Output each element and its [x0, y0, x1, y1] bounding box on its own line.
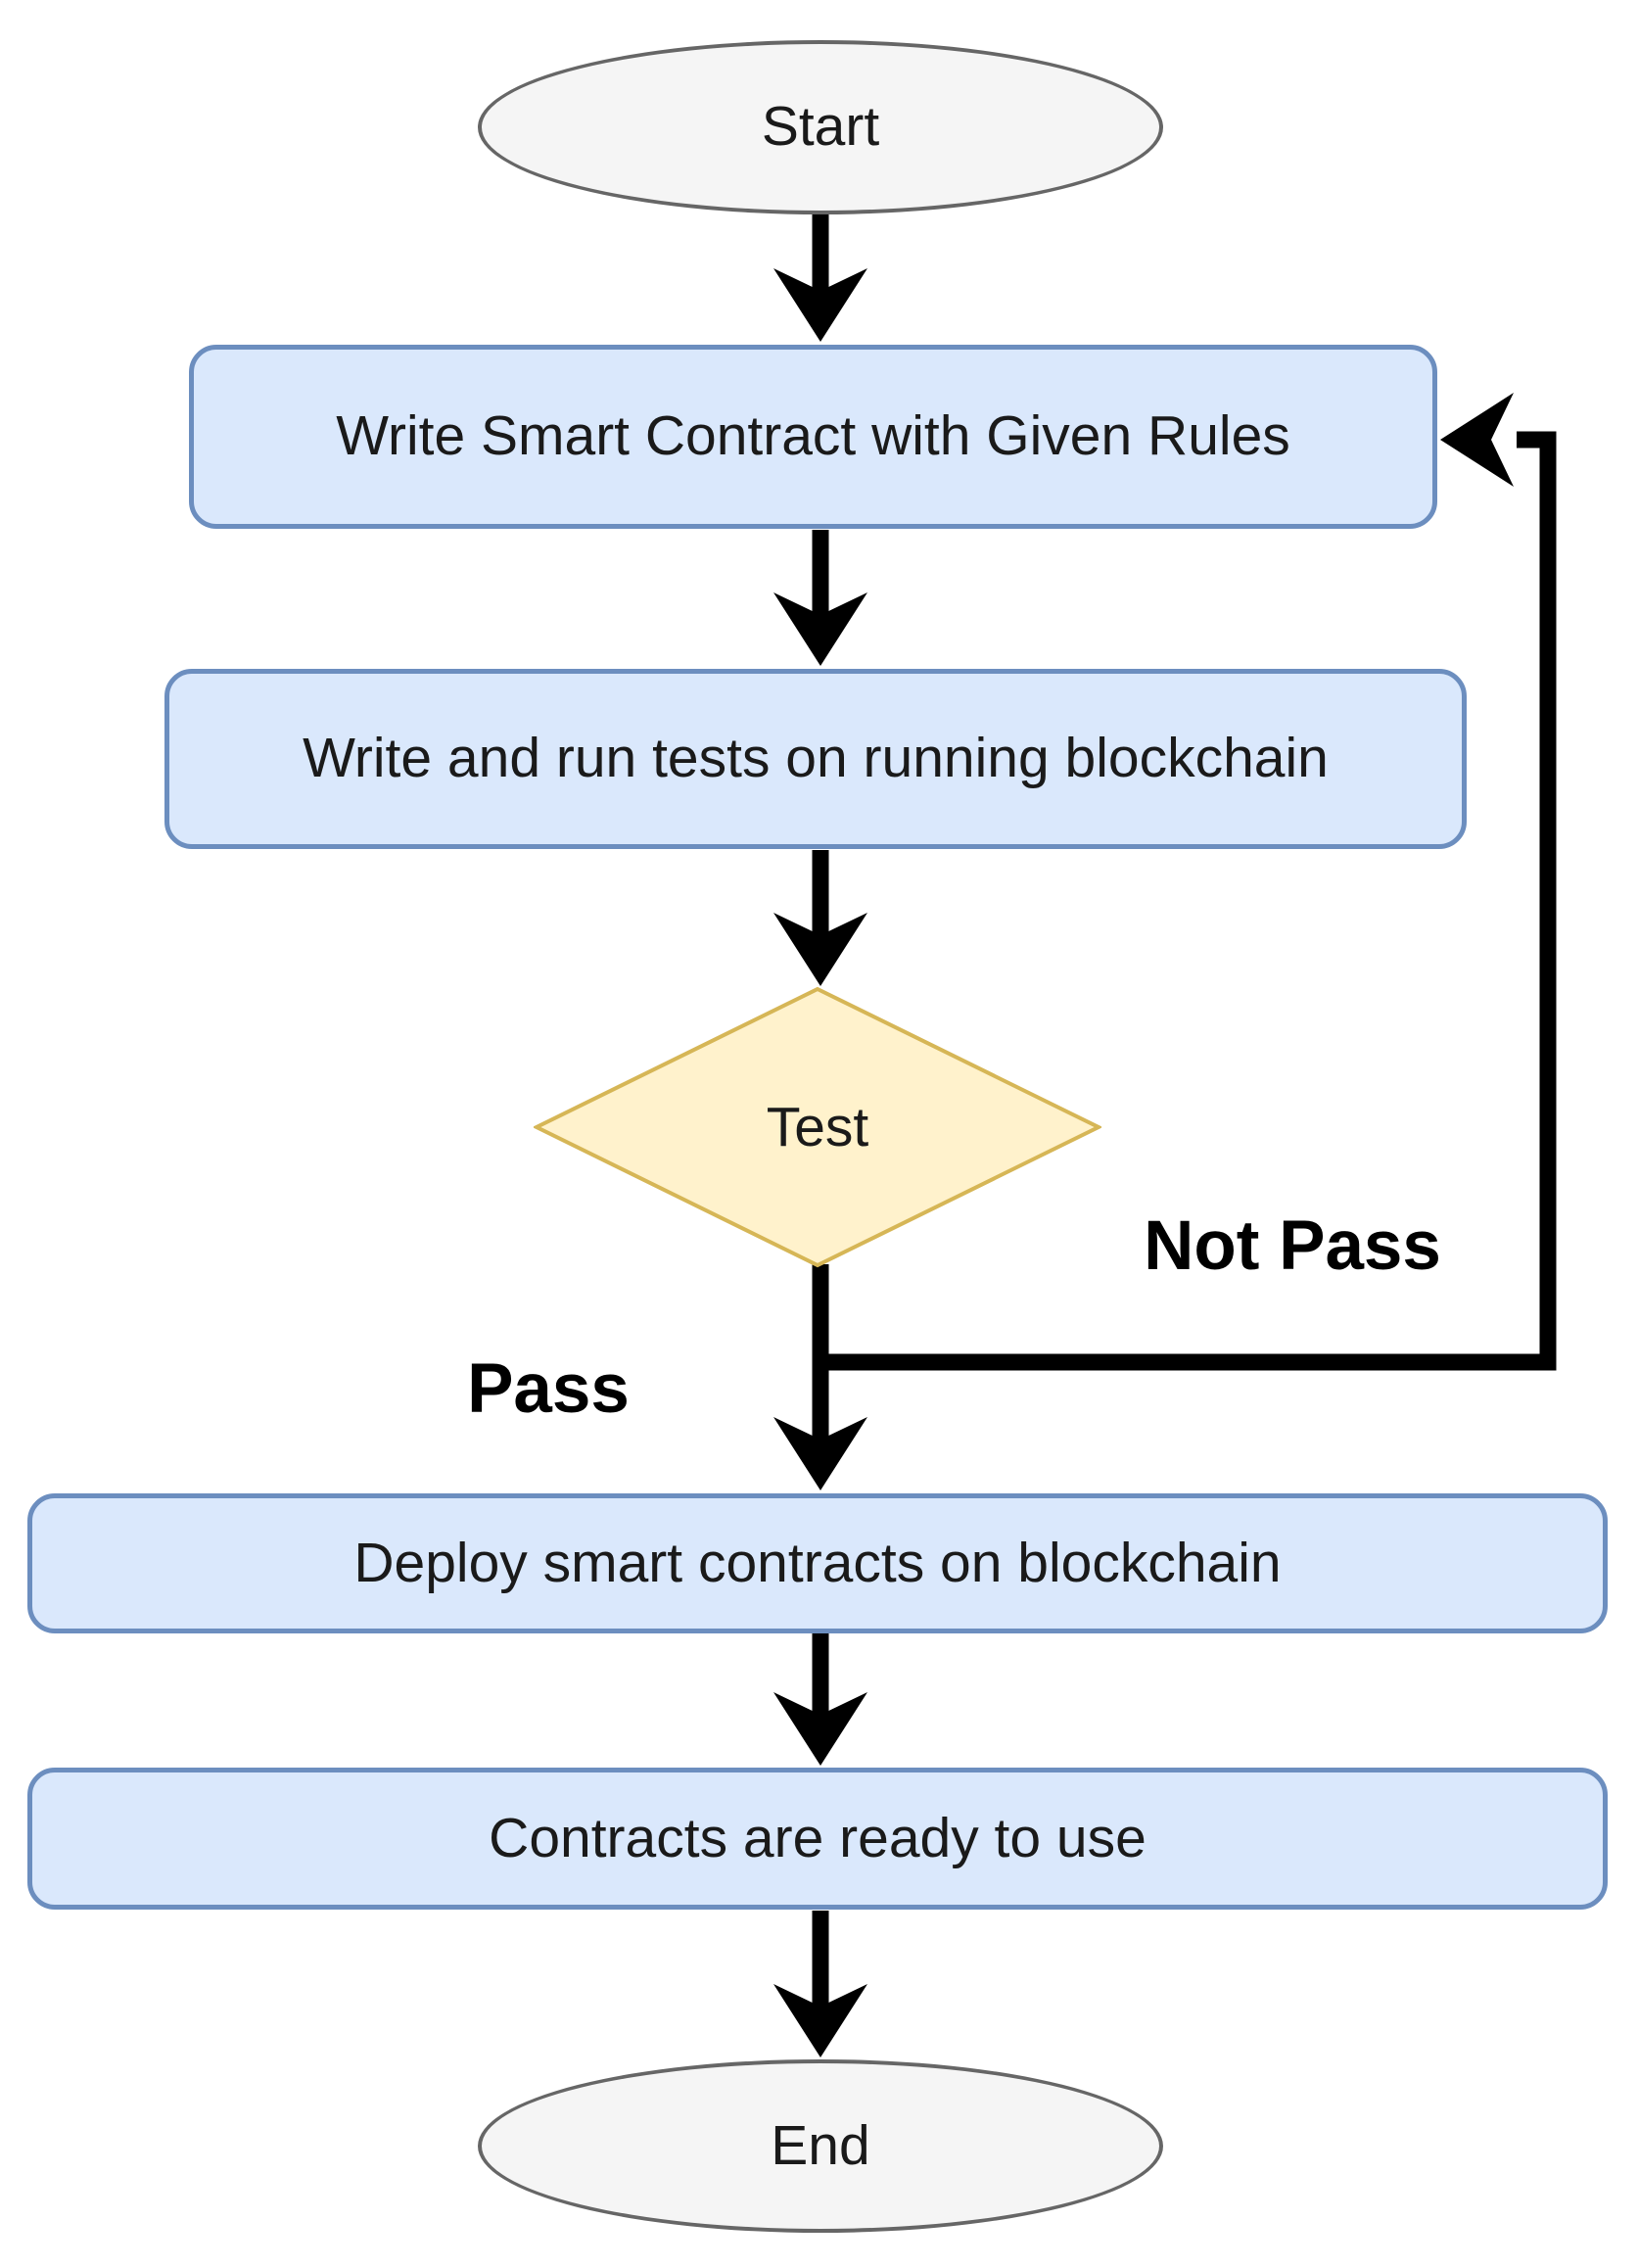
decision-test-shape — [532, 986, 1103, 1268]
arrow-test-to-deploy-pass — [773, 1264, 867, 1490]
start-label: Start — [761, 95, 880, 159]
process-ready: Contracts are ready to use — [27, 1768, 1608, 1910]
process-deploy-label: Deploy smart contracts on blockchain — [353, 1531, 1282, 1594]
arrow-write-contract-to-write-tests — [773, 530, 867, 666]
start-terminator: Start — [478, 40, 1163, 214]
arrow-write-tests-to-test — [773, 850, 867, 986]
process-write-tests-label: Write and run tests on running blockchai… — [303, 727, 1329, 790]
arrow-start-to-write-contract — [773, 213, 867, 342]
arrow-ready-to-end — [773, 1911, 867, 2057]
arrow-deploy-to-ready — [773, 1633, 867, 1766]
process-write-contract-label: Write Smart Contract with Given Rules — [336, 404, 1290, 468]
process-write-tests: Write and run tests on running blockchai… — [164, 669, 1467, 849]
process-deploy: Deploy smart contracts on blockchain — [27, 1493, 1608, 1633]
end-terminator: End — [478, 2059, 1163, 2233]
decision-test-label: Test — [766, 1096, 869, 1158]
edge-label-not-pass: Not Pass — [1144, 1207, 1441, 1285]
end-label: End — [771, 2113, 870, 2177]
edge-label-pass: Pass — [467, 1350, 630, 1428]
arrow-test-to-write-contract-not-pass — [820, 393, 1557, 1371]
decision-test: Test — [532, 986, 1103, 1268]
process-ready-label: Contracts are ready to use — [489, 1806, 1147, 1869]
process-write-contract: Write Smart Contract with Given Rules — [189, 345, 1437, 529]
